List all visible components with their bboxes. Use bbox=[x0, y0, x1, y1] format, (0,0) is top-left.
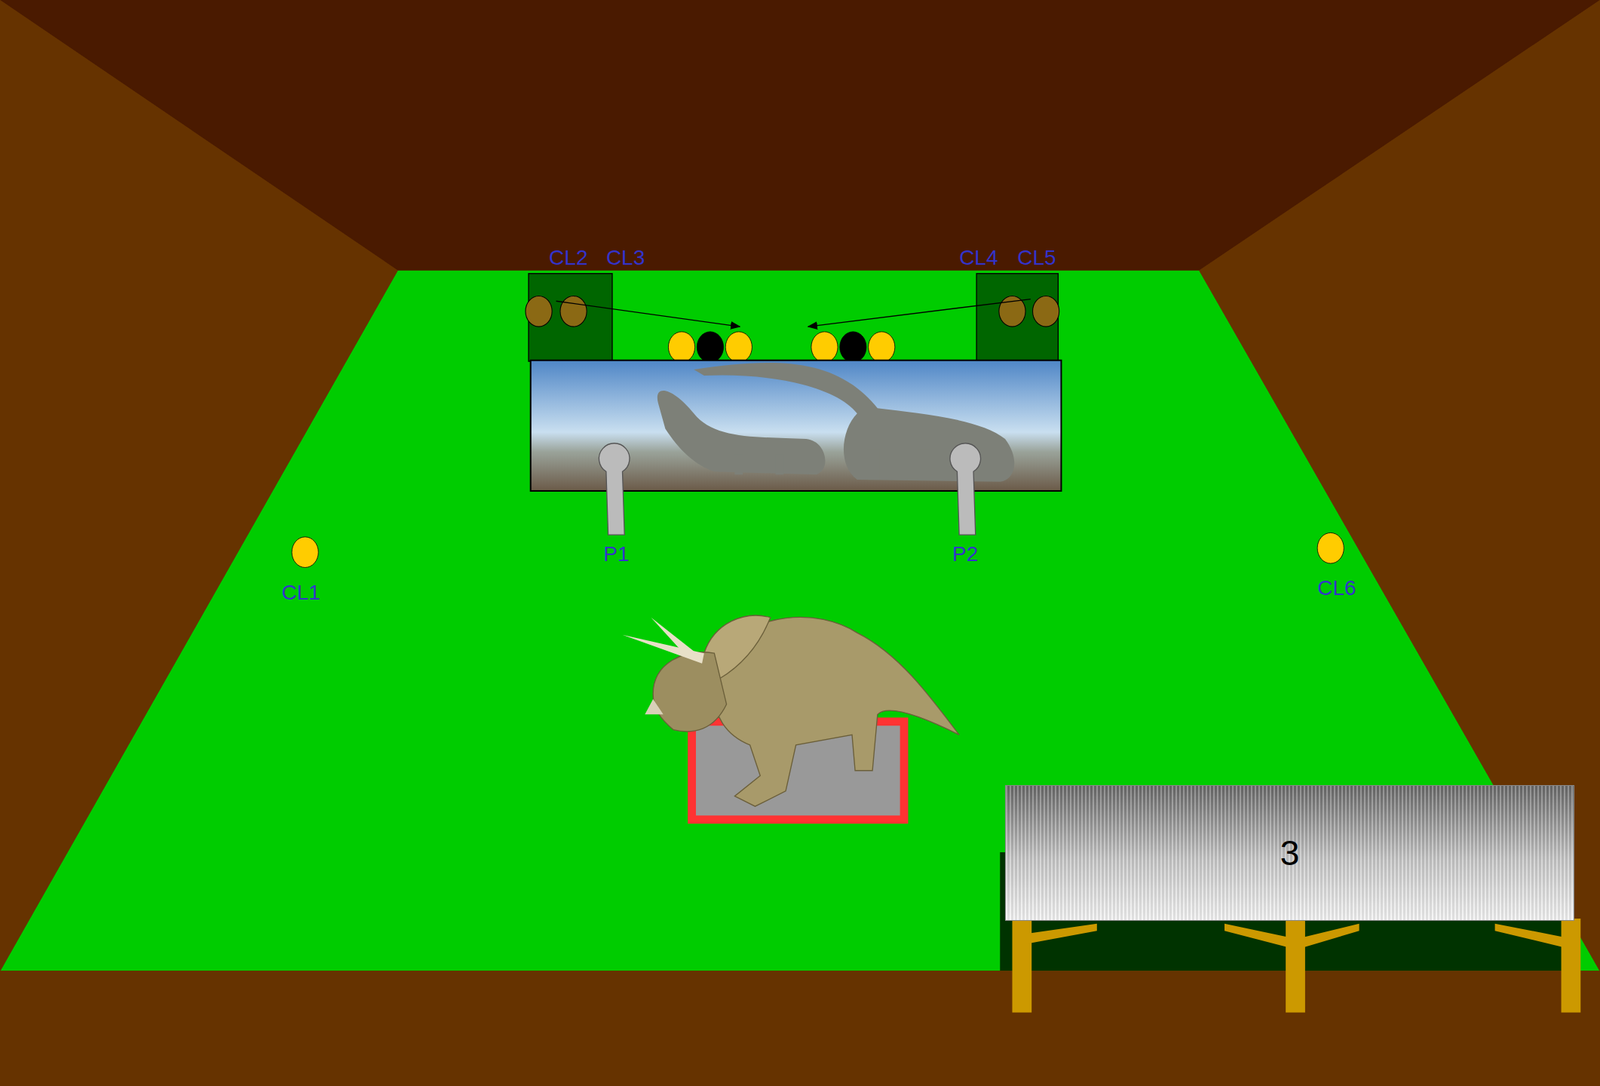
projectors bbox=[598, 443, 981, 535]
light bbox=[1317, 532, 1344, 564]
floor bbox=[0, 270, 1600, 972]
part-label: CL6 bbox=[1317, 577, 1356, 599]
light bbox=[291, 536, 319, 568]
lamps bbox=[525, 295, 1060, 327]
front-band bbox=[0, 970, 1600, 1086]
part-label: CL2 bbox=[548, 247, 588, 269]
table-legs bbox=[1011, 918, 1581, 1013]
part-label: CL5 bbox=[1017, 247, 1056, 269]
part-label: P1 bbox=[603, 543, 629, 565]
part-label: P2 bbox=[952, 543, 978, 565]
triceratops bbox=[622, 615, 960, 807]
pointer-arrow bbox=[808, 299, 1031, 328]
pointer-arrow bbox=[556, 300, 741, 327]
part-label: CL3 bbox=[606, 247, 645, 269]
part-label: CL1 bbox=[281, 582, 321, 604]
lights bbox=[668, 331, 895, 363]
callout-number: 3 bbox=[1280, 832, 1300, 874]
table-top: 3 bbox=[1005, 784, 1575, 921]
part-label: CL4 bbox=[959, 247, 998, 269]
